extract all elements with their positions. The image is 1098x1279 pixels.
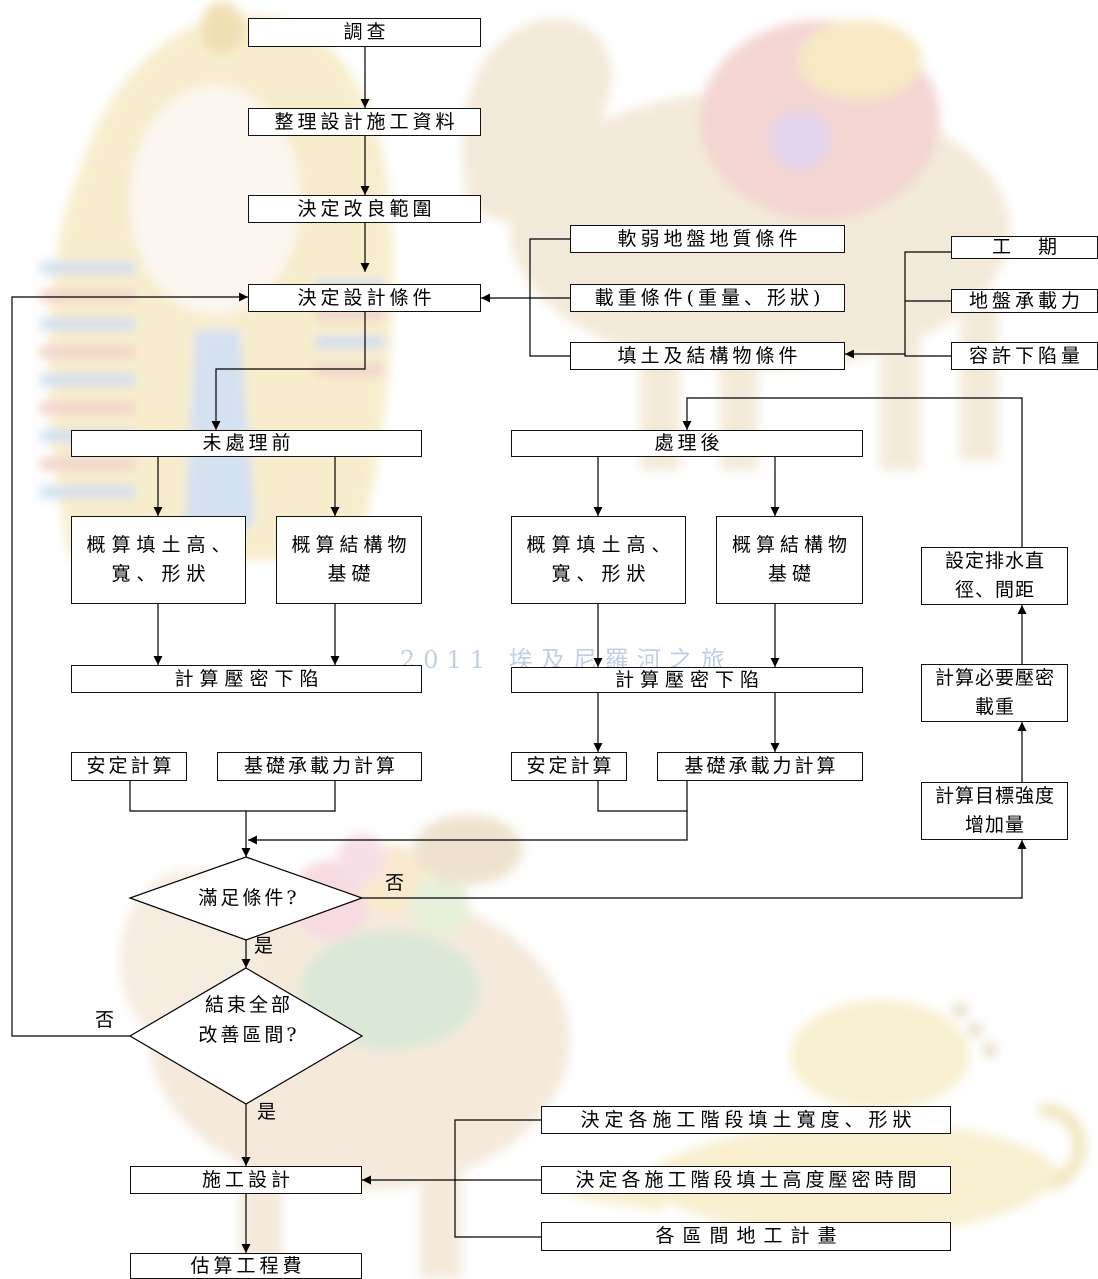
decision-sections-no-label: 否 bbox=[95, 1009, 115, 1031]
arrow-no-to-strength bbox=[362, 840, 1027, 899]
strength-increase-box: 計算目標強度 增加量 bbox=[921, 782, 1068, 840]
drain-layout-line-1: 設定排水直 bbox=[944, 550, 1045, 572]
after-stability-box: 安定計算 bbox=[511, 752, 627, 781]
survey-box: 調查 bbox=[248, 18, 481, 47]
after-bearing-calc-box: 基礎承載力計算 bbox=[657, 752, 863, 781]
after-treatment-box: 處理後 bbox=[511, 430, 863, 457]
before-stability-box: 安定計算 bbox=[71, 752, 187, 781]
before-foundation-estimate-box: 概算結構物 基礎 bbox=[276, 516, 422, 604]
after-foundation-estimate-line-1: 概算結構物 bbox=[731, 534, 852, 556]
construction-inputs-bracket bbox=[454, 1119, 541, 1238]
after-consolidation-box: 計算壓密下陷 bbox=[511, 667, 863, 693]
decision-conditions-no-label: 否 bbox=[385, 872, 405, 894]
decision-sections-line-1: 結束全部 bbox=[204, 994, 293, 1016]
after-fill-estimate-box: 概算填土高、 寬、形狀 bbox=[511, 516, 686, 604]
fill-structure-box: 填土及結構物條件 bbox=[570, 342, 845, 370]
decision-sections-line-2: 改善區間? bbox=[198, 1024, 300, 1046]
strength-increase-line-1: 計算目標強度 bbox=[934, 785, 1055, 807]
decision-conditions-yes-label: 是 bbox=[254, 935, 274, 957]
fill-height-time-box: 決定各施工階段填土高度壓密時間 bbox=[541, 1166, 951, 1194]
soft-ground-box: 軟弱地盤地質條件 bbox=[570, 225, 845, 253]
before-fill-estimate-box: 概算填土高、 寬、形狀 bbox=[71, 516, 246, 604]
schedule-box: 工 期 bbox=[951, 236, 1098, 259]
allowable-settlement-box: 容許下陷量 bbox=[951, 342, 1098, 370]
required-load-line-1: 計算必要壓密 bbox=[934, 667, 1055, 689]
decision-sections-label: 結束全部 改善區間? bbox=[146, 990, 349, 1050]
before-fill-estimate-line-2: 寬、形狀 bbox=[111, 563, 212, 585]
load-conditions-box: 載重條件(重量、形狀) bbox=[570, 284, 845, 312]
decision-diamond-conditions bbox=[128, 856, 364, 941]
required-load-line-2: 載重 bbox=[974, 696, 1015, 718]
arrow-drain-to-after bbox=[682, 397, 1023, 547]
decide-scope-box: 決定改良範圍 bbox=[248, 195, 481, 223]
drain-layout-line-2: 徑、間距 bbox=[954, 579, 1035, 601]
decision-sections-yes-label: 是 bbox=[257, 1101, 277, 1123]
before-consolidation-box: 計算壓密下陷 bbox=[71, 665, 422, 693]
before-bearing-calc-box: 基礎承載力計算 bbox=[217, 752, 422, 781]
after-results-join bbox=[597, 781, 688, 812]
required-load-box: 計算必要壓密 載重 bbox=[921, 664, 1068, 722]
before-results-join bbox=[129, 781, 336, 812]
section-plan-box: 各區間地工計畫 bbox=[541, 1222, 951, 1251]
loop-back-to-conditions bbox=[11, 292, 248, 1037]
construction-design-box: 施工設計 bbox=[130, 1166, 362, 1194]
after-fill-estimate-line-2: 寬、形狀 bbox=[551, 563, 652, 585]
fill-width-shape-box: 決定各施工階段填土寬度、形狀 bbox=[541, 1106, 951, 1134]
drain-layout-box: 設定排水直 徑、間距 bbox=[921, 547, 1068, 605]
decision-conditions-label: 滿足條件? bbox=[198, 887, 300, 909]
before-foundation-estimate-line-2: 基礎 bbox=[327, 563, 376, 585]
arrow-conditions-to-before bbox=[211, 312, 366, 430]
bearing-capacity-box: 地盤承載力 bbox=[951, 289, 1098, 313]
before-treatment-box: 未處理前 bbox=[71, 430, 422, 457]
before-foundation-estimate-line-1: 概算結構物 bbox=[291, 534, 412, 556]
decision-diamond-sections bbox=[128, 967, 364, 1105]
arrow-after-results-to-decision bbox=[248, 811, 688, 845]
after-fill-estimate-line-1: 概算填土高、 bbox=[526, 534, 677, 556]
before-fill-estimate-line-1: 概算填土高、 bbox=[86, 534, 237, 556]
after-foundation-estimate-line-2: 基礎 bbox=[767, 563, 816, 585]
fill-inputs-bracket bbox=[904, 251, 951, 357]
organize-data-box: 整理設計施工資料 bbox=[248, 108, 481, 136]
cost-estimate-box: 估算工程費 bbox=[130, 1253, 362, 1279]
after-foundation-estimate-box: 概算結構物 基礎 bbox=[716, 516, 863, 604]
decide-conditions-box: 決定設計條件 bbox=[248, 284, 481, 312]
strength-increase-line-2: 增加量 bbox=[964, 814, 1025, 836]
